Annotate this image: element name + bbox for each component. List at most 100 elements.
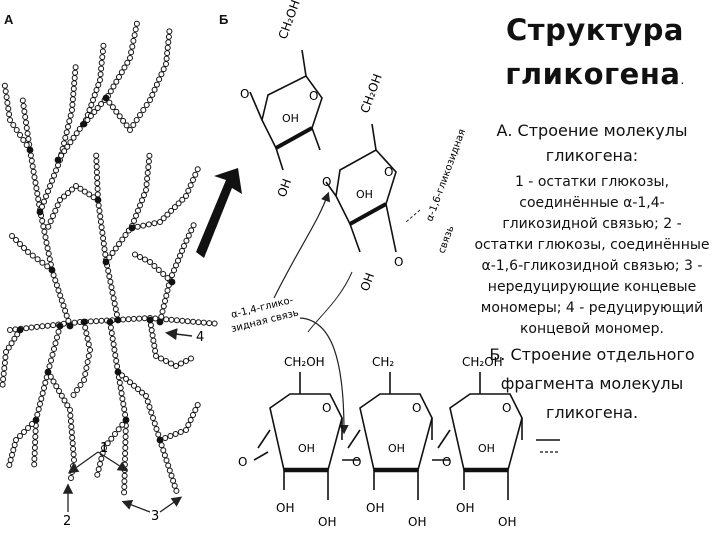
glucose-residue: [150, 92, 155, 97]
glucose-residue: [148, 98, 153, 103]
glucose-residue: [172, 268, 177, 273]
glucose-residue: [70, 102, 75, 107]
glucose-residue: [167, 468, 172, 473]
glucose-residue: [179, 361, 184, 366]
glucose-residue: [113, 353, 118, 358]
glucose-residue: [88, 319, 93, 324]
glucose-residue: [96, 203, 101, 208]
glucose-residue: [110, 336, 115, 341]
glucose-residue: [10, 453, 15, 458]
glucose-residue: [72, 76, 77, 81]
glucose-residue: [63, 308, 68, 313]
glucose-residue: [41, 224, 46, 229]
glucose-residue: [144, 103, 149, 108]
hydroxyl-label-4: OH: [358, 271, 377, 293]
glucose-residue: [35, 412, 40, 417]
glucose-residue: [24, 326, 29, 331]
glucose-residue: [152, 421, 157, 426]
glucose-residue: [24, 120, 29, 125]
ch2oh-label-2: CH₂OH: [358, 72, 385, 115]
glucose-residue: [18, 133, 23, 138]
glycogen-branched-molecule: [0, 21, 217, 495]
glucose-residue: [109, 436, 114, 441]
glucose-residue: [23, 115, 28, 120]
glucose-residue: [138, 113, 143, 118]
glucose-residue: [123, 445, 128, 450]
glucose-residue: [2, 83, 7, 88]
glucose-residue: [137, 316, 142, 321]
glucose-residue: [153, 348, 158, 353]
glucose-residue: [32, 456, 37, 461]
glucose-residue: [114, 312, 119, 317]
glucose-residue: [145, 176, 150, 181]
glucose-residue: [55, 203, 60, 208]
glucose-residue: [108, 279, 113, 284]
glucose-residue: [62, 398, 67, 403]
glucose-residue: [98, 78, 103, 83]
marker-3-label: 3: [151, 509, 159, 524]
oh-label: OH: [456, 501, 474, 515]
oh-label: OH: [408, 515, 426, 529]
glucose-residue: [0, 382, 5, 387]
glucose-residue: [24, 126, 29, 131]
glucose-residue: [172, 483, 177, 488]
glucose-residue: [108, 325, 113, 330]
glucose-residue: [112, 301, 117, 306]
branch-point-residue: [81, 121, 88, 128]
glucose-residue: [26, 137, 31, 142]
branch-point-residue: [123, 417, 130, 424]
branch-point-residue: [45, 369, 52, 376]
glucose-residue: [56, 163, 61, 168]
glucose-residue: [147, 153, 152, 158]
glucose-residue: [113, 307, 118, 312]
glucose-residue: [165, 51, 170, 56]
glucose-residue: [33, 440, 38, 445]
hydroxyl-label-3: OH: [356, 188, 373, 201]
glucose-residue: [108, 89, 113, 94]
glucose-residue: [186, 423, 191, 428]
branch-point-residue: [115, 317, 122, 324]
glucose-residue: [134, 213, 139, 218]
glucose-residue: [43, 235, 48, 240]
glucose-residue: [47, 257, 52, 262]
ch2-label: CH₂: [372, 355, 394, 369]
ring-oxygen-label-2: O: [384, 165, 393, 179]
marker-2: 2: [63, 486, 71, 529]
glucose-residue: [10, 234, 15, 239]
glucose-residue: [133, 252, 138, 257]
glucose-residue: [174, 263, 179, 268]
glucose-residue: [82, 378, 87, 383]
glucose-residue: [70, 435, 75, 440]
glucose-residue: [32, 445, 37, 450]
glucose-residue: [70, 97, 75, 102]
glucose-residue: [207, 321, 212, 326]
glucose-ring-top-left: [250, 50, 322, 170]
glucose-residue: [99, 60, 104, 65]
glucose-residue: [78, 383, 83, 388]
glucose-residue: [146, 159, 151, 164]
glucose-residue: [4, 350, 9, 355]
glucose-residue: [11, 123, 16, 128]
glucose-residue: [188, 418, 193, 423]
glucose-residue: [149, 328, 154, 333]
branch-point-residue: [103, 95, 110, 102]
glucose-residue: [46, 189, 51, 194]
glucose-residue: [73, 70, 78, 75]
glucose-residue: [95, 181, 100, 186]
glucose-residue: [35, 191, 40, 196]
o-label: O: [238, 455, 247, 469]
glucose-residue: [188, 183, 193, 188]
oh-label: OH: [498, 515, 516, 529]
glucose-residue: [154, 354, 159, 359]
glucose-residue: [131, 316, 136, 321]
glucose-residue: [152, 87, 157, 92]
glucose-residue: [18, 242, 23, 247]
glucose-residue: [71, 446, 76, 451]
glucose-residue: [67, 119, 72, 124]
glucose-residue: [65, 403, 70, 408]
glucose-residue: [83, 372, 88, 377]
glucose-residue: [184, 194, 189, 199]
glucose-residue: [122, 490, 127, 495]
glucose-residue: [53, 208, 58, 213]
glucose-residue: [46, 224, 51, 229]
